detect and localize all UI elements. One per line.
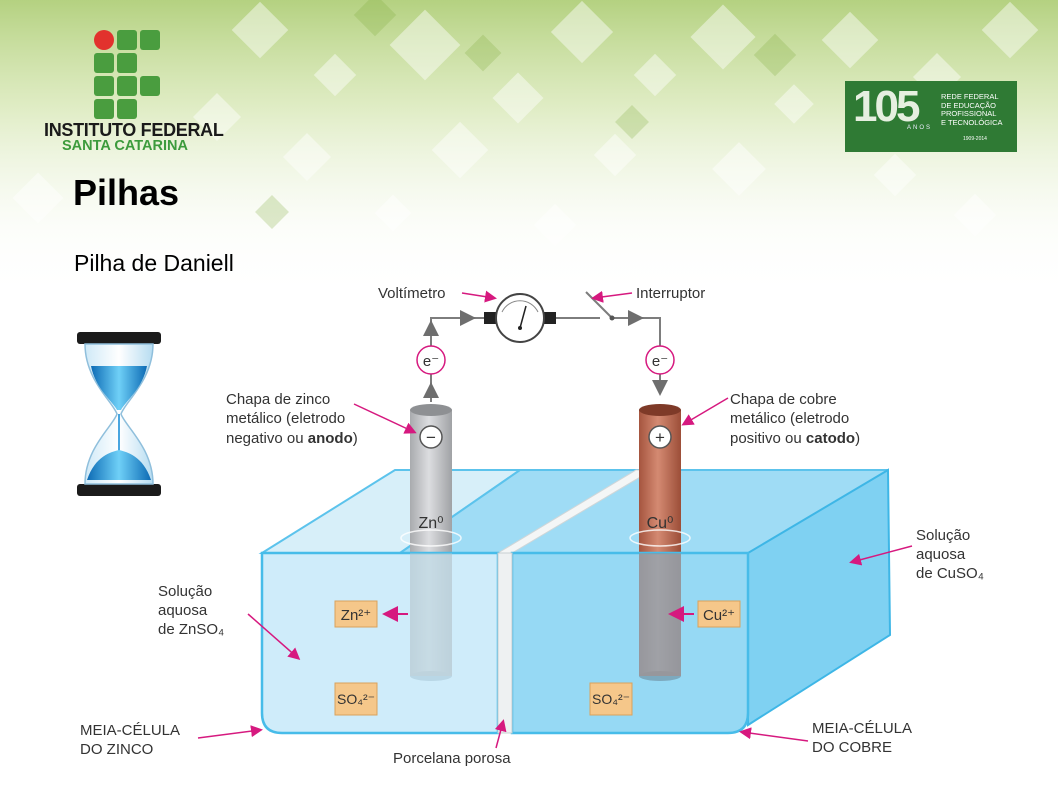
wire-right xyxy=(612,317,661,346)
cu-electrode-label: Cu⁰ xyxy=(647,515,674,532)
meia-zinco-line1: MEIA-CÉLULA xyxy=(80,722,180,739)
solucao-cu-line1: Solução xyxy=(916,527,970,544)
rede-line: E TECNOLÓGICA xyxy=(941,117,1003,127)
cu-ion-label: Cu²⁺ xyxy=(703,607,735,624)
rede-line: DE EDUCAÇÃO xyxy=(941,100,997,110)
copper-plate-label-line2: metálico (eletrodo xyxy=(730,410,849,427)
voltimetro-label: Voltímetro xyxy=(378,285,446,302)
sulfate-ion-left: SO₄²⁻ xyxy=(337,691,375,707)
if-logo-mark xyxy=(94,30,160,119)
electron-right: e⁻ xyxy=(645,345,675,375)
rede-anos: ANOS xyxy=(907,125,933,131)
rede-text: REDE FEDERAL DE EDUCAÇÃO PROFISSIONAL E … xyxy=(941,92,1013,127)
solucao-zn-line1: Solução xyxy=(158,583,212,600)
copper-plate-label-paren: ) xyxy=(855,430,860,447)
porous-divider xyxy=(497,552,513,734)
rede-federal-105-logo: 105 ANOS REDE FEDERAL DE EDUCAÇÃO PROFIS… xyxy=(845,81,1017,152)
solucao-cu-line2: aquosa xyxy=(916,546,966,563)
zinc-plate-label-text: negativo ou xyxy=(226,430,308,447)
copper-plate-label-text: positivo ou xyxy=(730,430,806,447)
if-logo-line1: INSTITUTO FEDERAL xyxy=(44,120,224,140)
solucao-cu-line3: de CuSO₄ xyxy=(916,565,984,582)
minus-sign: − xyxy=(426,428,436,447)
zinc-electrode-top xyxy=(410,404,452,416)
meia-cobre-line2: DO COBRE xyxy=(812,739,892,756)
electron-left-label: e⁻ xyxy=(423,353,439,370)
zn-ion-label: Zn²⁺ xyxy=(341,607,371,624)
instituto-federal-logo: INSTITUTO FEDERAL SANTA CATARINA xyxy=(40,28,224,158)
zinc-plate-label-line1: Chapa de zinco xyxy=(226,391,330,408)
hourglass-icon xyxy=(77,332,161,496)
if-logo-line2: SANTA CATARINA xyxy=(62,138,188,154)
rede-105-number: 105 xyxy=(853,82,920,131)
voltmeter-icon xyxy=(484,293,556,343)
electron-right-label: e⁻ xyxy=(652,353,668,370)
plus-sign: + xyxy=(655,428,665,447)
meia-cobre-line1: MEIA-CÉLULA xyxy=(812,720,912,737)
copper-plate-label-line1: Chapa de cobre xyxy=(730,391,837,408)
rede-years: 1909-2014 xyxy=(963,136,987,142)
zn-electrode-label: Zn⁰ xyxy=(418,515,443,532)
tank-front-zinc xyxy=(260,551,500,735)
zinc-plate-label-line3: negativo ou anodo) xyxy=(226,430,358,447)
electron-left: e⁻ xyxy=(416,345,446,375)
solucao-zn-line2: aquosa xyxy=(158,602,208,619)
slide-subtitle: Pilha de Daniell xyxy=(74,250,234,276)
interruptor-label: Interruptor xyxy=(636,285,705,302)
sulfate-ion-right: SO₄²⁻ xyxy=(592,691,630,707)
rede-line: REDE FEDERAL xyxy=(941,92,999,101)
porcelana-label: Porcelana porosa xyxy=(393,750,511,767)
copper-plate-label-line3: positivo ou catodo) xyxy=(730,430,860,447)
zinc-plate-label-paren: ) xyxy=(353,430,358,447)
slide-title: Pilhas xyxy=(73,172,180,213)
rede-line: PROFISSIONAL xyxy=(941,109,997,118)
meia-zinco-line2: DO ZINCO xyxy=(80,741,153,758)
zinc-plate-label-line2: metálico (eletrodo xyxy=(226,410,345,427)
copper-plate-label-bold: catodo xyxy=(806,430,855,447)
solucao-zn-line3: de ZnSO₄ xyxy=(158,621,224,638)
zinc-plate-label-bold: anodo xyxy=(308,430,353,447)
switch-lever xyxy=(585,291,613,319)
copper-electrode-top xyxy=(639,404,681,416)
